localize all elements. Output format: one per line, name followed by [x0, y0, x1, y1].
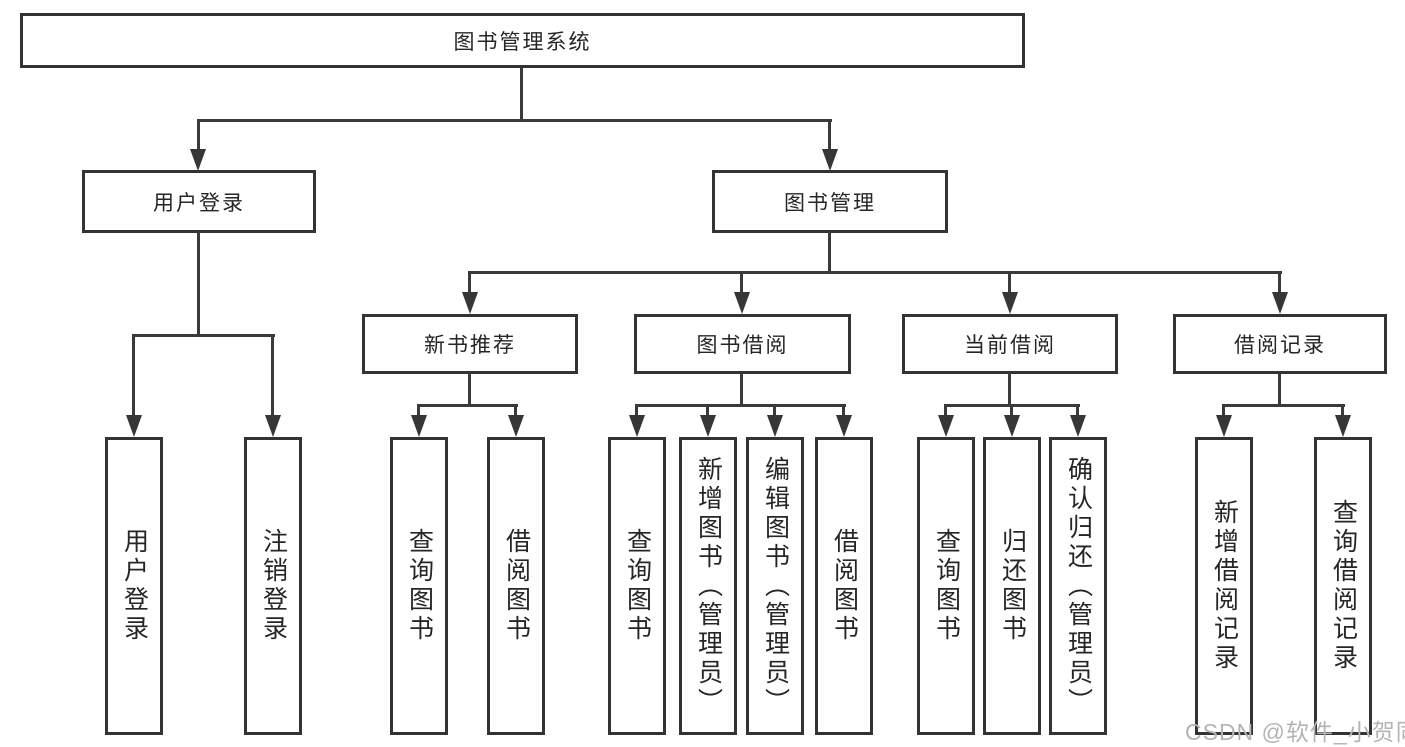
- connector-new-book-rec-rail: [417, 404, 518, 407]
- connector-drop-book-borrow: [740, 271, 743, 295]
- connector-user-login-rail: [132, 334, 275, 337]
- node-cb-return-book: 归还图书: [983, 437, 1041, 735]
- connector-drop-cb-confirm: [1076, 404, 1079, 418]
- connector-level3-rail: [468, 271, 1282, 274]
- node-leaf-logout: 注销登录: [244, 437, 302, 735]
- connector-book-borrow-rail: [635, 404, 846, 407]
- arrow-cb-return: [1004, 415, 1020, 437]
- node-bb-edit-book: 编辑图书（管理员）: [746, 437, 804, 735]
- node-book-borrow: 图书借阅: [634, 314, 851, 374]
- arrow-bb-add: [700, 415, 716, 437]
- arrow-new-book-rec: [462, 292, 478, 314]
- arrow-cb-confirm: [1070, 415, 1086, 437]
- arrow-bb-query: [629, 415, 645, 437]
- node-bb-query-book: 查询图书: [608, 437, 666, 735]
- arrow-book-mgmt: [822, 149, 838, 171]
- node-borrow-record: 借阅记录: [1173, 314, 1387, 374]
- connector-drop-book-mgmt: [828, 119, 831, 151]
- node-rec-borrow-book: 借阅图书: [487, 437, 545, 735]
- connector-root-stem: [520, 68, 523, 121]
- connector-drop-bb-edit: [773, 404, 776, 418]
- arrow-borrow-record: [1272, 292, 1288, 314]
- node-leaf-user-login: 用户登录: [105, 437, 163, 735]
- connector-user-login-stem: [197, 232, 200, 336]
- arrow-rec-borrow: [508, 415, 524, 437]
- arrow-br-add: [1216, 415, 1232, 437]
- arrow-leaf-user-login: [126, 415, 142, 437]
- arrow-bb-borrow: [836, 415, 852, 437]
- connector-drop-current-borrow: [1008, 271, 1011, 295]
- node-bb-borrow-book: 借阅图书: [815, 437, 873, 735]
- connector-drop-bb-borrow: [842, 404, 845, 418]
- connector-borrow-record-stem: [1278, 373, 1281, 407]
- connector-drop-rec-borrow: [514, 404, 517, 418]
- connector-drop-bb-add: [706, 404, 709, 418]
- arrow-book-borrow: [734, 292, 750, 314]
- node-book-mgmt: 图书管理: [712, 170, 948, 233]
- node-user-login: 用户登录: [82, 170, 316, 233]
- connector-book-mgmt-stem: [828, 232, 831, 274]
- arrow-br-query: [1335, 415, 1351, 437]
- connector-current-borrow-stem: [1008, 373, 1011, 407]
- node-rec-query-book: 查询图书: [390, 437, 448, 735]
- connector-new-book-rec-stem: [468, 373, 471, 407]
- connector-drop-br-add: [1222, 404, 1225, 418]
- arrow-bb-edit: [767, 415, 783, 437]
- node-root: 图书管理系统: [20, 13, 1025, 68]
- connector-drop-user-login: [197, 119, 200, 151]
- connector-drop-br-query: [1341, 404, 1344, 418]
- node-cb-confirm-return: 确认归还（管理员）: [1049, 437, 1107, 735]
- connector-level2-rail: [197, 119, 832, 122]
- node-bb-add-book: 新增图书（管理员）: [679, 437, 737, 735]
- connector-drop-borrow-record: [1278, 271, 1281, 295]
- node-new-book-rec: 新书推荐: [362, 314, 578, 374]
- csdn-watermark: CSDN @软件_小贺同学: [1185, 719, 1405, 745]
- connector-drop-cb-return: [1010, 404, 1013, 418]
- arrow-user-login: [190, 149, 206, 171]
- connector-drop-leaf-logout: [271, 334, 274, 417]
- arrow-current-borrow: [1002, 292, 1018, 314]
- connector-drop-new-book-rec: [468, 271, 471, 295]
- node-cb-query-book: 查询图书: [917, 437, 975, 735]
- connector-drop-leaf-user-login: [132, 334, 135, 417]
- node-br-query-record: 查询借阅记录: [1314, 437, 1372, 735]
- connector-borrow-record-rail: [1222, 404, 1345, 407]
- connector-book-borrow-stem: [740, 373, 743, 407]
- connector-drop-cb-query: [944, 404, 947, 418]
- node-current-borrow: 当前借阅: [902, 314, 1118, 374]
- connector-drop-bb-query: [635, 404, 638, 418]
- arrow-leaf-logout: [265, 415, 281, 437]
- arrow-cb-query: [938, 415, 954, 437]
- arrow-rec-query: [411, 415, 427, 437]
- node-br-add-record: 新增借阅记录: [1195, 437, 1253, 735]
- connector-drop-rec-query: [417, 404, 420, 418]
